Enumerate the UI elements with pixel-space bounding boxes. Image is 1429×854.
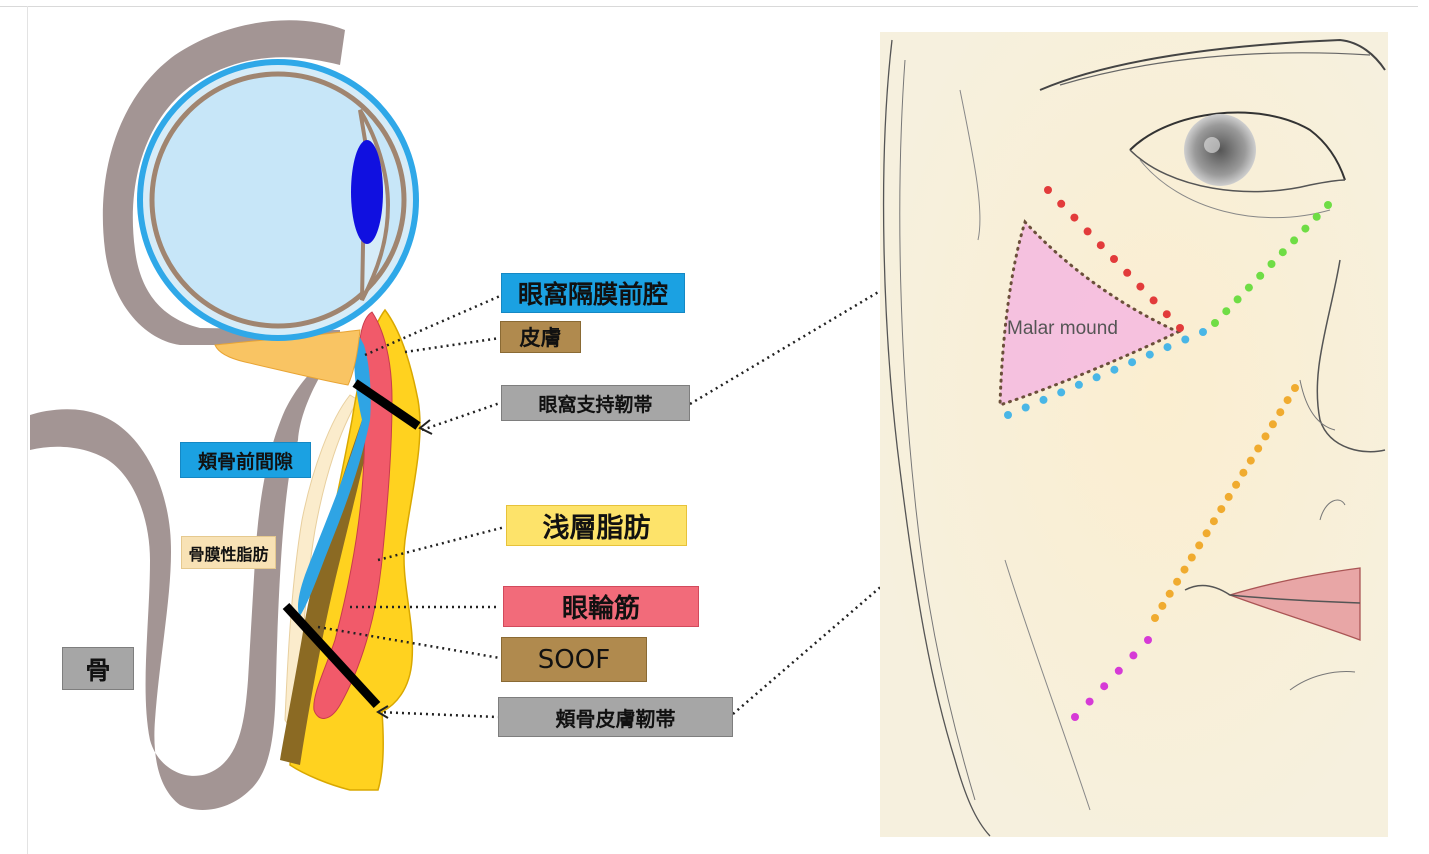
red-dot xyxy=(1057,200,1065,208)
magenta-dot xyxy=(1115,667,1123,675)
blue-dot xyxy=(1128,358,1136,366)
blue-dot xyxy=(1146,351,1154,359)
red-dot xyxy=(1163,310,1171,318)
blue-dot xyxy=(1164,343,1172,351)
label-zygomatic-cutaneous-ligament: 頬骨皮膚靭帯 xyxy=(498,697,733,737)
orange-dot xyxy=(1173,578,1181,586)
green-dot xyxy=(1256,272,1264,280)
label-soof: SOOF xyxy=(501,637,647,682)
red-dot xyxy=(1176,324,1184,332)
orange-dot xyxy=(1166,590,1174,598)
green-dot xyxy=(1324,201,1332,209)
orange-dot xyxy=(1210,517,1218,525)
orange-dot xyxy=(1239,469,1247,477)
orange-dot xyxy=(1181,566,1189,574)
face-sketch xyxy=(880,32,1388,837)
green-dot xyxy=(1301,225,1309,233)
red-dot xyxy=(1070,214,1078,222)
orange-dot xyxy=(1247,457,1255,465)
magenta-dot xyxy=(1071,713,1079,721)
blue-dot xyxy=(1110,366,1118,374)
iris xyxy=(1184,114,1256,186)
red-dot xyxy=(1044,186,1052,194)
green-dot xyxy=(1234,295,1242,303)
blue-dot xyxy=(1004,411,1012,419)
orange-dot xyxy=(1158,602,1166,610)
magenta-dot xyxy=(1100,682,1108,690)
red-dot xyxy=(1110,255,1118,263)
red-dot xyxy=(1097,241,1105,249)
orange-dot xyxy=(1284,396,1292,404)
red-dot xyxy=(1150,296,1158,304)
blue-dot xyxy=(1075,381,1083,389)
label-preseptal-space: 眼窩隔膜前腔 xyxy=(501,273,685,313)
blue-dot xyxy=(1181,336,1189,344)
eye-lens xyxy=(351,140,383,244)
blue-dot xyxy=(1022,404,1030,412)
orange-dot xyxy=(1151,614,1159,622)
blue-dot xyxy=(1093,373,1101,381)
green-dot xyxy=(1279,248,1287,256)
orange-dot xyxy=(1203,529,1211,537)
cross-section-diagram xyxy=(30,20,505,810)
orange-dot xyxy=(1262,432,1270,440)
label-orbicularis: 眼輪筋 xyxy=(503,586,699,627)
green-dot xyxy=(1290,236,1298,244)
magenta-dot xyxy=(1086,698,1094,706)
red-dot xyxy=(1084,227,1092,235)
red-dot xyxy=(1123,269,1131,277)
green-dot xyxy=(1313,213,1321,221)
magenta-dot xyxy=(1144,636,1152,644)
label-periosteal-fat: 骨膜性脂肪 xyxy=(181,536,276,569)
red-dot xyxy=(1136,283,1144,291)
green-dot xyxy=(1268,260,1276,268)
label-bone: 骨 xyxy=(62,647,134,690)
green-dot xyxy=(1245,284,1253,292)
orange-dot xyxy=(1217,505,1225,513)
green-dot xyxy=(1222,307,1230,315)
label-prezygomatic-space: 頬骨前間隙 xyxy=(180,442,311,478)
label-malar-mound: Malar mound xyxy=(1007,318,1118,340)
orange-dot xyxy=(1269,420,1277,428)
orange-dot xyxy=(1195,541,1203,549)
blue-dot xyxy=(1057,388,1065,396)
label-orbital-retaining-ligament: 眼窩支持靭帯 xyxy=(501,385,690,421)
orange-dot xyxy=(1254,445,1262,453)
orange-dot xyxy=(1232,481,1240,489)
orange-dot xyxy=(1188,554,1196,562)
magenta-dot xyxy=(1129,651,1137,659)
blue-dot xyxy=(1199,328,1207,336)
label-superficial-fat: 浅層脂肪 xyxy=(506,505,687,546)
label-skin: 皮膚 xyxy=(500,321,581,353)
green-dot xyxy=(1211,319,1219,327)
orange-dot xyxy=(1291,384,1299,392)
orange-dot xyxy=(1225,493,1233,501)
orange-dot xyxy=(1276,408,1284,416)
maxilla-inner-gap xyxy=(175,490,236,748)
blue-dot xyxy=(1040,396,1048,404)
